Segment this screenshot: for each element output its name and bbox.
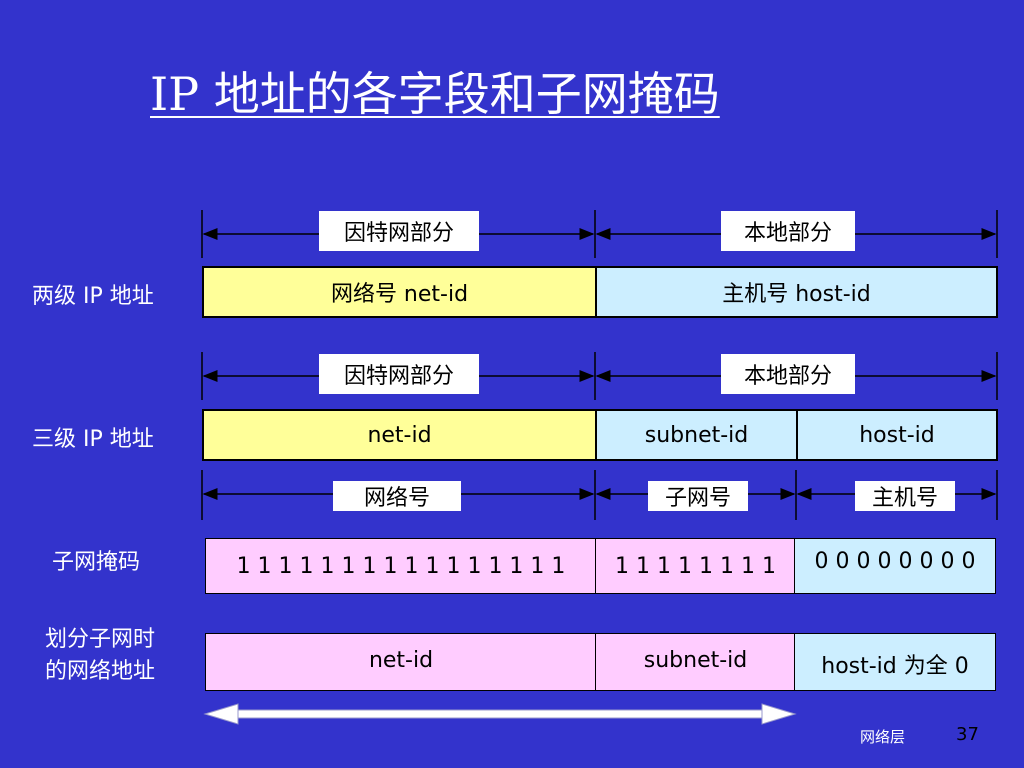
row-label-subnet-address-line1: 划分子网时 <box>45 627 156 652</box>
cell-two-level-net-id: 网络号 net-id <box>202 266 597 318</box>
cell-mask-net-bits: 1 1 1 1 1 1 1 1 1 1 1 1 1 1 1 1 <box>205 538 597 594</box>
cell-two-level-host-id: 主机号 host-id <box>595 266 998 318</box>
row-label-two-level: 两级 IP 地址 <box>32 284 154 309</box>
footer-section: 网络层 <box>860 728 906 746</box>
row-label-subnet-mask: 子网掩码 <box>52 550 141 575</box>
cell-three-level-subnet-id: subnet-id <box>595 409 798 461</box>
page-title: IP 地址的各字段和子网掩码 <box>150 67 720 121</box>
row-label-three-level: 三级 IP 地址 <box>32 427 154 452</box>
row-label-subnet-address-line2: 的网络地址 <box>45 659 156 684</box>
tag-internet-part-1: 因特网部分 <box>319 211 479 251</box>
tag-local-part-2: 本地部分 <box>721 354 855 394</box>
tag-subnet-number: 子网号 <box>648 481 748 511</box>
tag-host-number: 主机号 <box>855 481 955 511</box>
cell-address-net-id: net-id <box>205 633 597 691</box>
cell-mask-host-bits: 0 0 0 0 0 0 0 0 <box>794 538 996 594</box>
cell-mask-subnet-bits: 1 1 1 1 1 1 1 1 <box>595 538 796 594</box>
cell-address-host-id: host-id 为全 0 <box>794 633 996 691</box>
page-number: 37 <box>956 724 979 745</box>
tag-network-number: 网络号 <box>333 481 461 511</box>
bottom-double-arrow <box>203 703 797 725</box>
row-label-subnet-address: 划分子网时 的网络地址 <box>45 624 155 688</box>
tag-local-part-1: 本地部分 <box>721 211 855 251</box>
cell-address-subnet-id: subnet-id <box>595 633 796 691</box>
cell-three-level-net-id: net-id <box>202 409 597 461</box>
tag-internet-part-2: 因特网部分 <box>319 354 479 394</box>
cell-three-level-host-id: host-id <box>796 409 998 461</box>
